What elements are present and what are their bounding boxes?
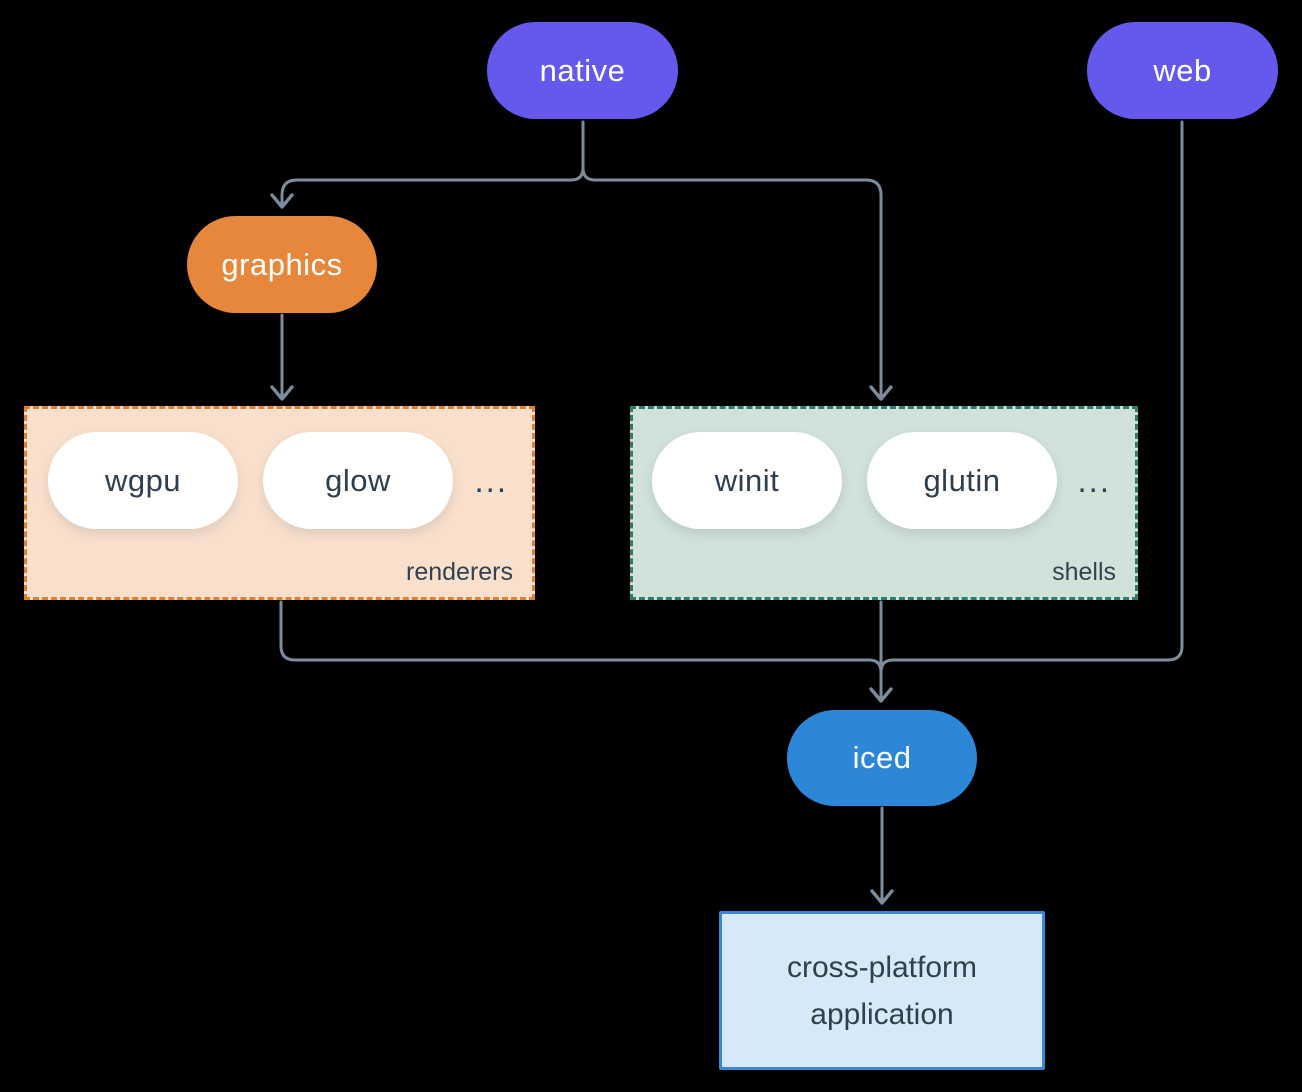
renderers-group-label: renderers — [406, 558, 513, 586]
arrowhead-renderers — [270, 385, 294, 401]
edge-renderers-to-merge — [279, 600, 883, 674]
web-label: web — [1153, 52, 1212, 88]
iced-node: iced — [787, 710, 977, 806]
web-node: web — [1087, 22, 1278, 119]
iced-label: iced — [852, 740, 912, 775]
winit-label: winit — [714, 462, 780, 498]
glutin-label: glutin — [923, 462, 1001, 498]
native-label: native — [539, 52, 626, 88]
edge-native-to-shells — [581, 166, 883, 399]
glow-node: glow — [263, 432, 453, 529]
renderers-group: wgpu glow ... renderers — [24, 406, 535, 600]
graphics-label: graphics — [221, 246, 343, 282]
shells-ellipsis: ... — [1077, 461, 1111, 499]
native-node: native — [487, 22, 678, 119]
graphics-node: graphics — [187, 216, 377, 313]
app-label-line1: cross-platform — [786, 950, 978, 984]
arrowhead-shells — [869, 385, 893, 401]
glutin-node: glutin — [867, 432, 1057, 529]
cross-platform-application-node: cross-platform application — [719, 911, 1045, 1070]
shells-group: winit glutin ... shells — [630, 406, 1138, 600]
arrowhead-app — [870, 889, 894, 905]
winit-node: winit — [652, 432, 842, 529]
wgpu-label: wgpu — [104, 462, 182, 498]
arrowhead-iced — [869, 687, 893, 703]
edge-native-to-graphics — [280, 120, 585, 207]
renderers-ellipsis: ... — [474, 461, 508, 499]
shells-group-label: shells — [1052, 558, 1116, 586]
wgpu-node: wgpu — [48, 432, 238, 529]
glow-label: glow — [325, 462, 391, 498]
arrowhead-graphics — [270, 193, 294, 209]
app-label-line2: application — [810, 997, 954, 1031]
